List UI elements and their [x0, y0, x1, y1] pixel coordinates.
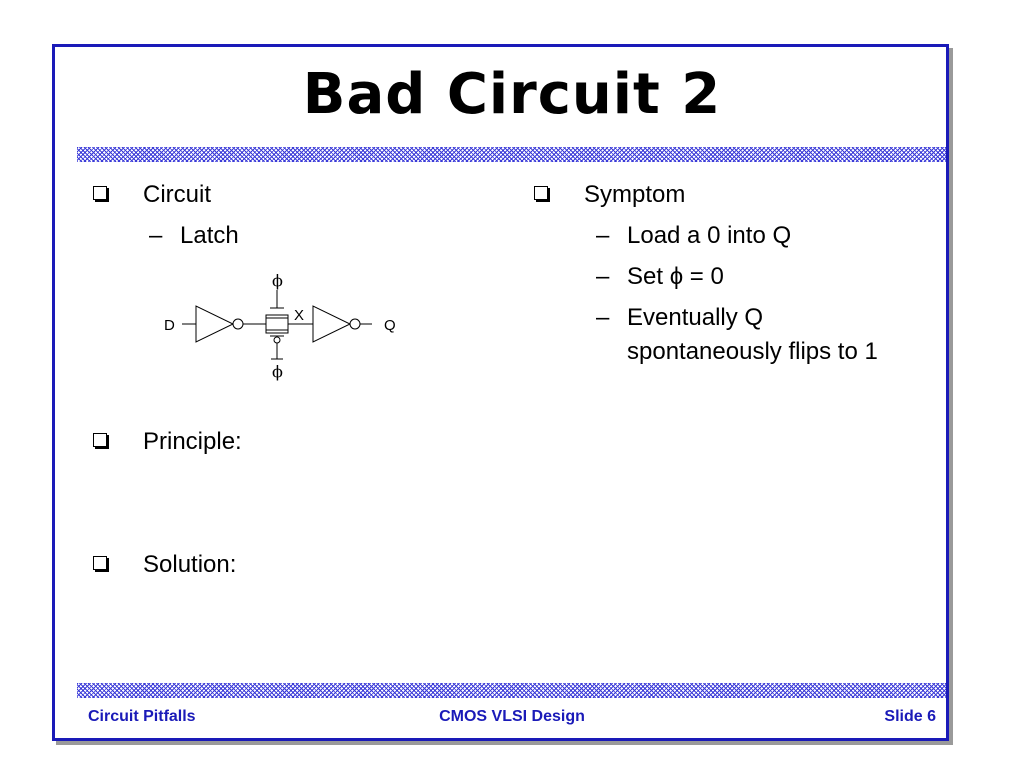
bottom-divider	[77, 683, 946, 698]
checkbox-bullet-icon	[534, 186, 548, 200]
inverter-1-icon	[195, 305, 235, 343]
inverter-2-bubble	[349, 318, 361, 330]
footer-left: Circuit Pitfalls	[88, 708, 196, 725]
input-label-d: D	[164, 317, 175, 334]
footer-slide-number: Slide 6	[884, 708, 936, 725]
slide-frame	[52, 44, 949, 741]
checkbox-bullet-icon	[93, 556, 107, 570]
clock-bar-bubble	[273, 336, 281, 344]
latch-diagram: D ϕ ϕ X Q	[164, 271, 396, 381]
footer-center: CMOS VLSI Design	[439, 708, 585, 725]
node-label-x: X	[294, 307, 304, 324]
output-label-q: Q	[384, 317, 396, 334]
sub-item-eventually-label: Eventually Q	[627, 304, 764, 331]
sub-item-latch-label: Latch	[180, 222, 239, 249]
top-divider	[77, 147, 946, 162]
checkbox-bullet-icon	[93, 433, 107, 447]
bullet-solution-label: Solution:	[143, 551, 237, 578]
dash-bullet: –	[596, 304, 610, 331]
sub-item-load-label: Load a 0 into Q	[627, 222, 792, 249]
sub-item-eventually-cont-label: spontaneously flips to 1	[627, 338, 878, 365]
slide-title: Bad Circuit 2	[302, 62, 722, 127]
dash-bullet: –	[596, 222, 610, 249]
bullet-principle-label: Principle:	[143, 428, 242, 455]
inverter-2-icon	[312, 305, 352, 343]
dash-bullet: –	[596, 263, 610, 290]
inverter-1-bubble	[232, 318, 244, 330]
checkbox-bullet-icon	[93, 186, 107, 200]
sub-item-set-phi-label: Set ϕ = 0	[627, 263, 724, 290]
dash-bullet: –	[149, 222, 163, 249]
clock-label-phi: ϕ	[272, 271, 283, 290]
clock-bar-label-phi: ϕ	[272, 362, 283, 381]
bullet-circuit-label: Circuit	[143, 181, 212, 208]
bullet-symptom-label: Symptom	[584, 181, 686, 208]
